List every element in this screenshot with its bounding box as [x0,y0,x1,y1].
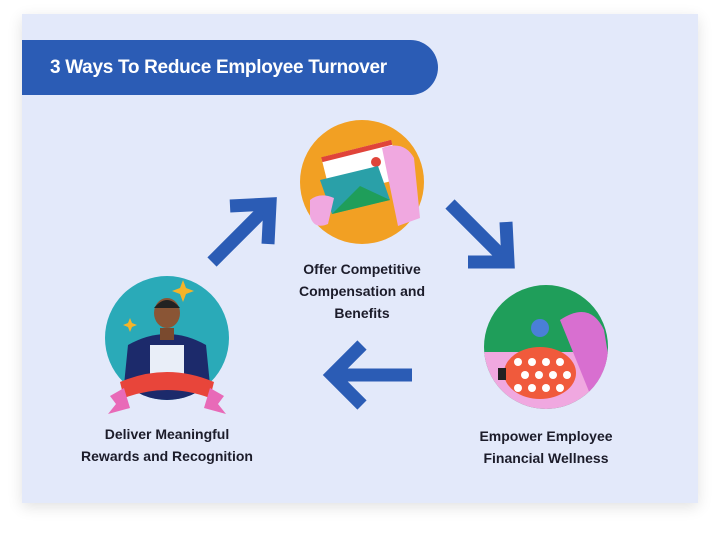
label-line: Deliver Meaningful [104,426,230,442]
arrow-left-icon [322,340,412,410]
step-label-compensation: Offer Competitive Compensation and Benef… [262,258,462,324]
piggy-bank-icon [484,285,608,409]
infographic-card [22,14,698,503]
page-title: 3 Ways To Reduce Employee Turnover [50,56,387,78]
label-line: Empower Employee [479,428,613,444]
label-line: Offer Competitive [303,261,421,277]
label-line: Compensation and [298,283,425,299]
label-line: Rewards and Recognition [81,448,253,464]
title-banner: 3 Ways To Reduce Employee Turnover [22,40,438,95]
arrow-up-right-icon [207,197,277,267]
step-label-financial-wellness: Empower Employee Financial Wellness [446,425,646,469]
label-line: Benefits [334,305,390,321]
arrow-down-right-icon [445,199,515,269]
employee-award-icon [105,276,229,414]
envelope-paycheck-icon [300,120,424,244]
label-line: Financial Wellness [483,450,609,466]
step-label-rewards: Deliver Meaningful Rewards and Recogniti… [57,423,277,467]
